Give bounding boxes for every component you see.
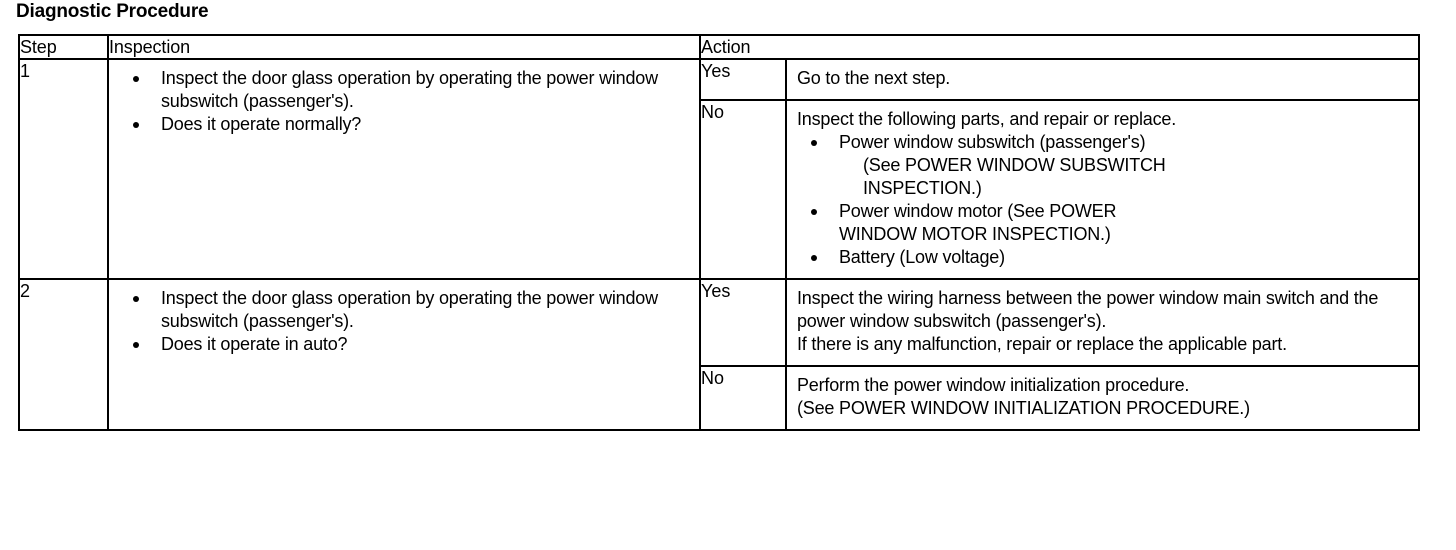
table-row: No Perform the power window initializati… (19, 365, 1420, 431)
result-label-no-step-1: No (699, 99, 787, 280)
inspection-cell-step-2: Inspect the door glass operation by oper… (107, 278, 701, 431)
bullet-dot-icon (811, 140, 817, 146)
list-item: Battery (Low voltage) (797, 246, 1410, 269)
inspection-bullet-text: Inspect the door glass operation by oper… (161, 288, 658, 331)
inspection-bullet-text: Does it operate in auto? (161, 334, 348, 354)
action-text-line: (See POWER WINDOW INITIALIZATION PROCEDU… (797, 398, 1250, 418)
list-item: Power window motor (See POWER WINDOW MOT… (797, 200, 1410, 246)
inspection-cell-step-1: Inspect the door glass operation by oper… (107, 58, 701, 280)
action-lead-text: Inspect the following parts, and repair … (797, 109, 1177, 129)
bullet-dot-icon (811, 209, 817, 215)
inspection-bullet-text: Does it operate normally? (161, 114, 362, 134)
action-text-line: If there is any malfunction, repair or r… (797, 334, 1287, 354)
diagnostic-table-wrapper: Step Inspection Action 1 Inspect t (18, 34, 1420, 431)
inspection-bullet-list-2: Inspect the door glass operation by oper… (119, 287, 691, 356)
action-cell-step-1-no: Inspect the following parts, and repair … (785, 99, 1420, 280)
result-label-no-step-2: No (699, 365, 787, 431)
action-text-line: Inspect the wiring harness between the p… (797, 288, 1379, 331)
action-bullet-subline: (See POWER WINDOW SUBSWITCH (863, 155, 1166, 175)
action-text-line: Perform the power window initialization … (797, 375, 1190, 395)
action-cell-step-1-yes: Go to the next step. (785, 58, 1420, 101)
result-label-yes-step-2: Yes (699, 278, 787, 367)
list-item: Does it operate normally? (119, 113, 691, 136)
header-step: Step (18, 34, 109, 60)
action-bullet-subline: INSPECTION.) (863, 178, 982, 198)
action-bullet-text: Power window motor (See POWER (839, 201, 1117, 221)
result-label-yes-step-1: Yes (699, 58, 787, 101)
step-number-1: 1 (18, 58, 109, 280)
diagnostic-procedure-table: Step Inspection Action 1 Inspect t (18, 34, 1420, 431)
table-header-row: Step Inspection Action (18, 34, 1420, 60)
bullet-dot-icon (133, 76, 139, 82)
inspection-bullet-text: Inspect the door glass operation by oper… (161, 68, 658, 111)
action-cell-step-2-no: Perform the power window initialization … (785, 365, 1420, 431)
bullet-dot-icon (133, 342, 139, 348)
bullet-dot-icon (133, 122, 139, 128)
action-bullet-subline: WINDOW MOTOR INSPECTION.) (839, 224, 1111, 244)
bullet-dot-icon (811, 255, 817, 261)
list-item: Inspect the door glass operation by oper… (119, 67, 691, 113)
table-row: 1 Inspect the door glass operation by op… (18, 58, 1420, 280)
bullet-dot-icon (133, 296, 139, 302)
inspection-bullet-list-1: Inspect the door glass operation by oper… (119, 67, 691, 136)
action-bullet-text: Battery (Low voltage) (839, 247, 1005, 267)
header-inspection: Inspection (107, 34, 701, 60)
table-row: No Inspect the following parts, and repa… (19, 99, 1420, 280)
header-action: Action (699, 34, 1420, 60)
action-lead-text: Go to the next step. (797, 68, 951, 88)
list-item: Inspect the door glass operation by oper… (119, 287, 691, 333)
page-title: Diagnostic Procedure (16, 1, 209, 22)
action-cell-step-2-yes: Inspect the wiring harness between the p… (785, 278, 1420, 367)
action-bullet-text: Power window subswitch (passenger's) (839, 132, 1146, 152)
action-bullet-list: Power window subswitch (passenger's) (Se… (797, 131, 1410, 269)
table-row: 2 Inspect the door glass operation by op… (18, 278, 1420, 431)
list-item: Power window subswitch (passenger's) (Se… (797, 131, 1410, 200)
step-number-2: 2 (18, 278, 109, 431)
list-item: Does it operate in auto? (119, 333, 691, 356)
